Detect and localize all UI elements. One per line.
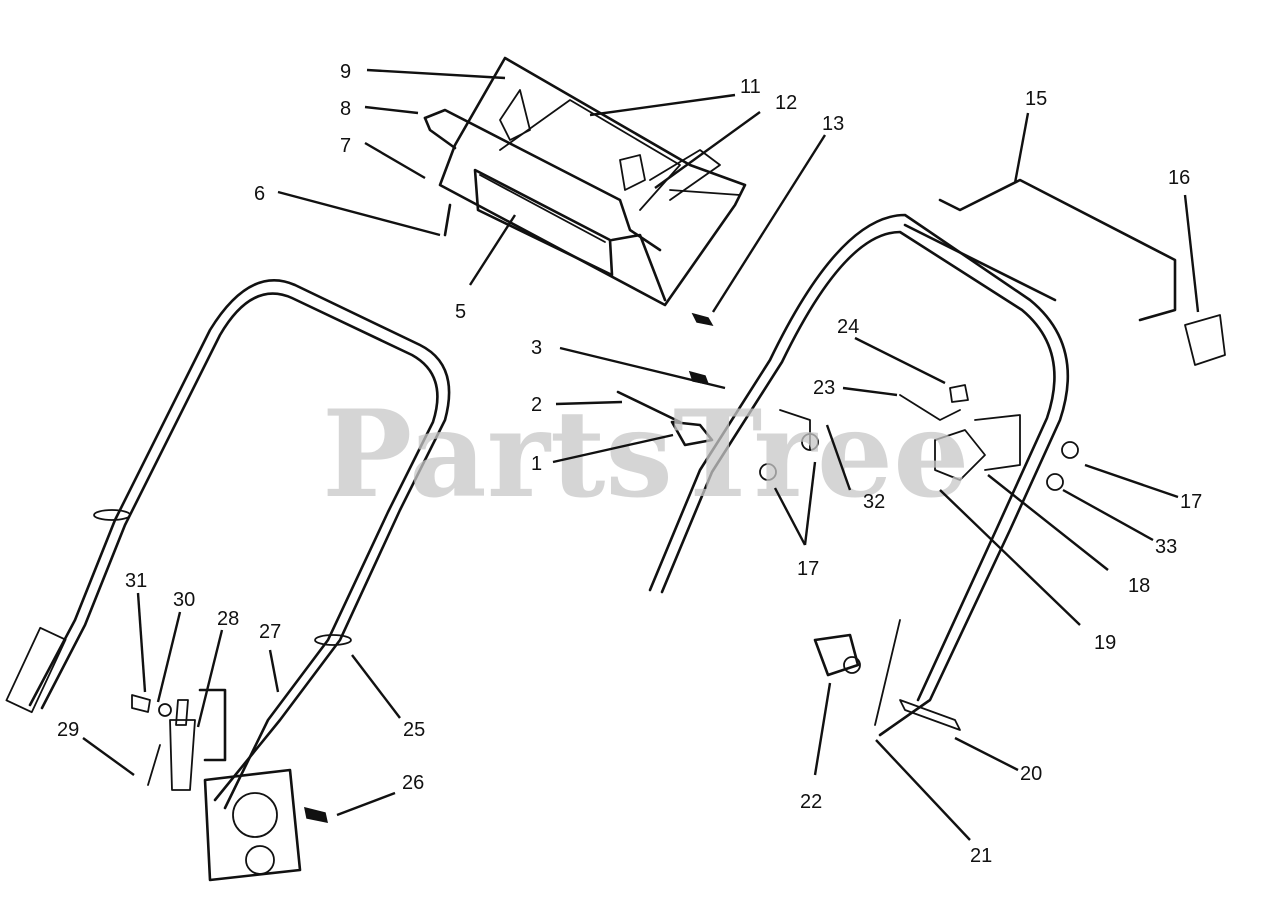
callout-22: 22	[800, 791, 822, 813]
callout-20: 20	[1020, 763, 1042, 785]
callout-25: 25	[403, 719, 425, 741]
callout-21: 21	[970, 845, 992, 867]
callout-13: 13	[822, 113, 844, 135]
callout-30: 30	[173, 589, 195, 611]
watermark: PartsTree	[322, 384, 969, 525]
upper-handle	[648, 178, 1226, 737]
callout-labels: 1 2 3 5 6 7 8 9 11 12 13 15 16 17 17 18 …	[57, 61, 1202, 867]
callout-2: 2	[531, 394, 542, 416]
grass-catcher-assembly	[423, 56, 747, 327]
callout-8: 8	[340, 98, 351, 120]
lower-handle	[5, 279, 451, 882]
callout-28: 28	[217, 608, 239, 630]
center-hardware	[616, 370, 714, 447]
callout-29: 29	[57, 719, 79, 741]
callout-17a: 17	[1180, 491, 1202, 513]
callout-12: 12	[775, 92, 797, 114]
callout-23: 23	[813, 377, 835, 399]
callout-26: 26	[402, 772, 424, 794]
callout-7: 7	[340, 135, 351, 157]
callout-16: 16	[1168, 167, 1190, 189]
leader-lines	[82, 68, 1200, 841]
callout-33: 33	[1155, 536, 1177, 558]
callout-6: 6	[254, 183, 265, 205]
callout-17b: 17	[797, 558, 819, 580]
callout-15: 15	[1025, 88, 1047, 110]
callout-3: 3	[531, 337, 542, 359]
callout-31: 31	[125, 570, 147, 592]
callout-24: 24	[837, 316, 859, 338]
callout-19: 19	[1094, 632, 1116, 654]
callout-27: 27	[259, 621, 281, 643]
callout-9: 9	[340, 61, 351, 83]
callout-11: 11	[740, 76, 761, 98]
callout-18: 18	[1128, 575, 1150, 597]
callout-32: 32	[863, 491, 885, 513]
callout-1: 1	[531, 453, 542, 475]
callout-5: 5	[455, 301, 466, 323]
